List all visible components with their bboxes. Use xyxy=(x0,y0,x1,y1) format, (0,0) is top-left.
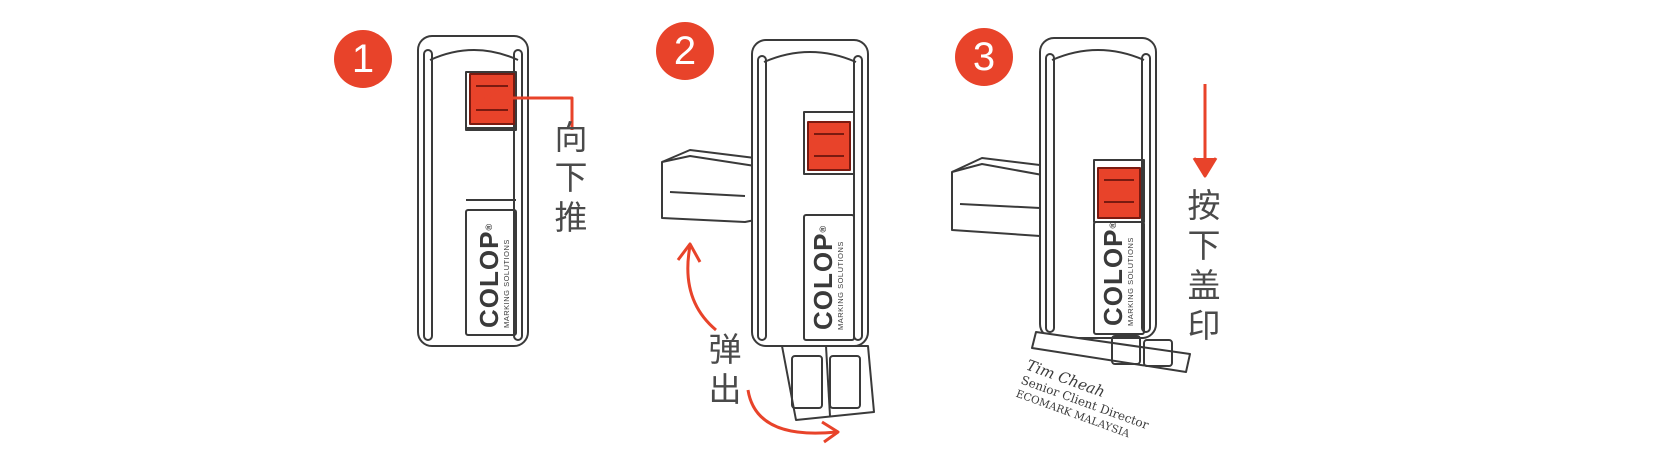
brand-logo-text: COLOP xyxy=(1098,228,1128,326)
registered-mark: ® xyxy=(818,224,828,233)
pop-up-arrow xyxy=(676,242,717,332)
colop-logo-step-2: COLOP® MARKING SOLUTIONS xyxy=(808,224,846,330)
brand-logo-text: COLOP xyxy=(808,232,838,330)
rotate-down-arrow xyxy=(746,389,840,444)
step-3-instruction: 按下盖印 xyxy=(1187,186,1221,345)
step-1-instruction: 向下推 xyxy=(554,118,588,237)
push-down-arrow xyxy=(484,86,574,130)
brand-tagline: MARKING SOLUTIONS xyxy=(502,239,511,328)
stamp-opening xyxy=(661,39,875,421)
registered-mark: ® xyxy=(484,222,494,231)
brand-tagline: MARKING SOLUTIONS xyxy=(1126,237,1135,326)
brand-tagline: MARKING SOLUTIONS xyxy=(836,241,845,330)
step-badge-3: 3 xyxy=(955,28,1013,86)
colop-logo-step-1: COLOP® MARKING SOLUTIONS xyxy=(474,222,512,328)
step-badge-1: 1 xyxy=(334,30,392,88)
registered-mark: ® xyxy=(1108,220,1118,229)
colop-logo-step-3: COLOP® MARKING SOLUTIONS xyxy=(1098,220,1136,326)
stamp-pressing xyxy=(951,37,1191,373)
step-2-instruction: 弹出 xyxy=(708,330,742,409)
step-badge-2: 2 xyxy=(656,22,714,80)
brand-logo-text: COLOP xyxy=(474,230,504,328)
press-down-arrow xyxy=(1192,84,1218,178)
